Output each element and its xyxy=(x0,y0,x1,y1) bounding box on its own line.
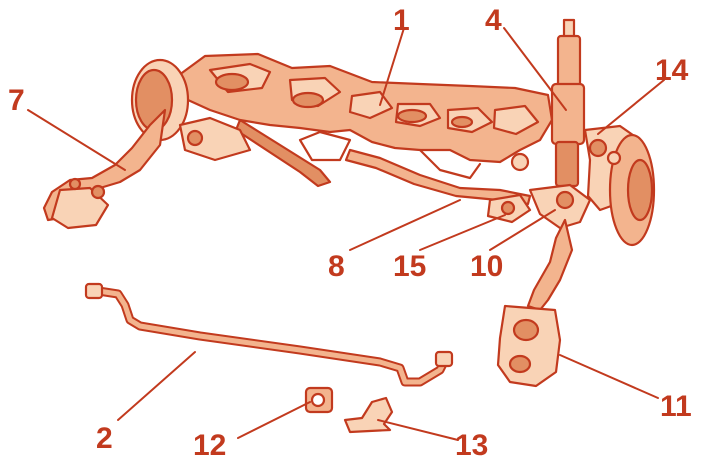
stabilizer-bar-icon xyxy=(84,282,454,387)
callout-14: 14 xyxy=(655,54,689,87)
callout-2: 2 xyxy=(96,422,113,455)
leader-line-12 xyxy=(237,401,311,439)
lower-arm-icon xyxy=(528,183,592,230)
hub-knuckle-icon xyxy=(583,124,656,247)
callout-11: 11 xyxy=(660,390,692,423)
stabilizer-bushing-icon xyxy=(304,386,334,414)
leader-line-14 xyxy=(597,79,665,135)
leader-line-15 xyxy=(419,214,506,251)
callout-15: 15 xyxy=(393,250,426,283)
callout-13: 13 xyxy=(455,429,488,462)
leader-line-1 xyxy=(379,27,405,106)
strut-icon xyxy=(550,18,586,188)
callout-4: 4 xyxy=(485,4,502,37)
leader-line-13 xyxy=(377,419,459,441)
callout-1: 1 xyxy=(393,4,410,37)
leader-line-2 xyxy=(117,351,196,421)
leader-line-4 xyxy=(503,27,567,111)
leader-line-10 xyxy=(489,209,556,251)
subframe-icon xyxy=(173,52,554,188)
callout-8: 8 xyxy=(328,250,345,283)
control-arm-right-icon xyxy=(496,218,574,388)
link-rod-icon xyxy=(344,148,532,206)
leader-line-11 xyxy=(559,354,659,399)
callout-12: 12 xyxy=(193,429,226,462)
bushing-clamp-icon xyxy=(343,396,394,434)
callout-10: 10 xyxy=(470,250,503,283)
bushing-icon xyxy=(486,193,532,224)
leader-line-8 xyxy=(349,199,461,251)
callout-7: 7 xyxy=(8,84,25,117)
leader-line-7 xyxy=(27,109,126,171)
control-arm-left-icon xyxy=(42,58,252,230)
